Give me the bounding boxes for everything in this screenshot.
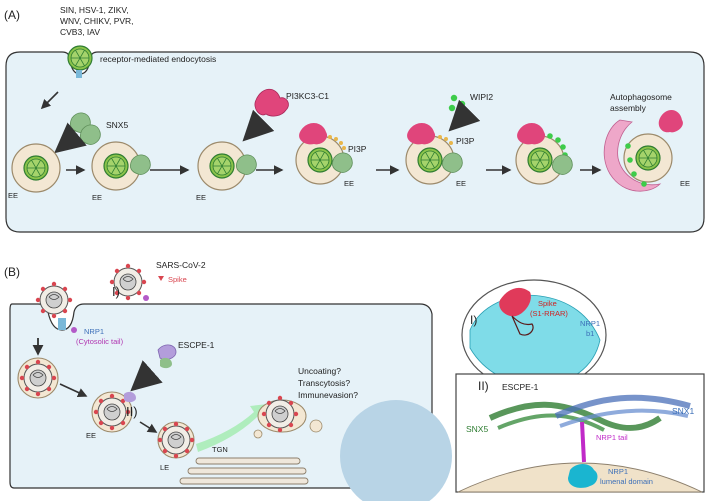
pi3p-label-2: PI3P — [456, 136, 475, 146]
pi3kc3-label: PI3KC3-C1 — [286, 91, 329, 101]
inset-spike-sub: (S1-RRAR) — [530, 309, 568, 318]
escpe1-complex — [157, 344, 177, 360]
inset-i-roman: I) — [470, 313, 477, 327]
autophagosome-label-2: assembly — [610, 103, 647, 113]
arrow-pi3kc3 — [242, 109, 275, 142]
cytosolic-tail-label: (Cytosolic tail) — [76, 337, 124, 346]
endosome-1 — [12, 144, 60, 192]
virus-list-line-3: CVB3, IAV — [60, 27, 100, 37]
pi3kc3-bound-7 — [658, 109, 683, 133]
panel-b-label: (B) — [4, 265, 20, 279]
snx5-ribbon — [488, 401, 662, 431]
wipi2-bound-7 — [625, 143, 647, 187]
transport-arrow — [196, 404, 268, 452]
arrow-endocytosis — [40, 91, 59, 110]
snx5-bound-6 — [551, 154, 573, 175]
snx1-ribbon-2 — [559, 408, 689, 428]
pi3kc3-bound-6 — [517, 123, 546, 145]
virus-list-line-2: WNV, CHIKV, PVR, — [60, 16, 134, 26]
spike-icon — [158, 276, 164, 281]
question-3: Immunevasion? — [298, 390, 358, 400]
ee-label-3: EE — [196, 193, 206, 202]
small-vesicle-1 — [309, 419, 323, 433]
tgn-label: TGN — [212, 445, 228, 454]
ee-label-1: EE — [8, 191, 18, 200]
inset-snx1-label: SNX1 — [672, 406, 694, 416]
le-label: LE — [160, 463, 169, 472]
panel-a-label: (A) — [4, 8, 20, 22]
virus-list-line-1: SIN, HSV-1, ZIKV, — [60, 5, 129, 15]
inset-ii-title: ESCPE-1 — [502, 382, 539, 392]
inset-nrp1-tail-label: NRP1 tail — [596, 433, 628, 442]
arrow-wipi2 — [448, 99, 481, 132]
pi3kc3-bound-5 — [407, 123, 436, 145]
inset-nrp1-label: NRP1 — [580, 319, 600, 328]
roman-i-label: I) — [112, 284, 120, 299]
free-virion-marker — [143, 295, 149, 301]
cell-membrane-b — [9, 303, 433, 489]
nrp1-label: NRP1 — [84, 327, 104, 336]
ee-label-2: EE — [92, 193, 102, 202]
ee-label-7: EE — [680, 179, 690, 188]
question-1: Uncoating? — [298, 366, 341, 376]
receptor-a — [76, 70, 82, 78]
snx1-ribbon — [554, 394, 691, 419]
virus-list: SIN, HSV-1, ZIKV, WNV, CHIKV, PVR, CVB3,… — [60, 5, 134, 37]
pi3p-label-1: PI3P — [348, 144, 367, 154]
nucleus — [340, 400, 452, 501]
pi3p-dots-4 — [328, 135, 346, 150]
sars-label: SARS-CoV-2 — [156, 260, 206, 270]
question-2: Transcytosis? — [298, 378, 350, 388]
arrow-b-2 — [139, 421, 158, 433]
ee-label-5: EE — [456, 179, 466, 188]
spike-s1-rrar — [499, 287, 531, 317]
inset-nrp1-label-2: NRP1 — [608, 467, 628, 476]
inset-lumenal-label: lumenal domain — [600, 477, 653, 486]
pi3kc3-bound-4 — [299, 123, 328, 145]
snx5-bound-2 — [129, 154, 151, 175]
snx5-bound-4 — [331, 152, 353, 173]
phagophore-membrane — [603, 119, 662, 192]
snx5-bound-5 — [441, 152, 463, 173]
endocytosis-label: receptor-mediated endocytosis — [100, 54, 216, 64]
spike-label: Spike — [168, 275, 187, 284]
roman-ii-label: II) — [126, 404, 138, 419]
autophagosome-label-1: Autophagosome — [610, 92, 672, 102]
tgn-stacks — [179, 457, 309, 485]
rrar-peptide — [511, 315, 534, 336]
pi3p-dots-5 — [438, 135, 453, 145]
wipi2-label: WIPI2 — [470, 92, 493, 102]
snx5-protein-2 — [79, 124, 101, 145]
ee-label-4: EE — [344, 179, 354, 188]
escpe1-label: ESCPE-1 — [178, 340, 215, 350]
nrp1-tail-helix — [580, 421, 586, 463]
snx5-bound-3 — [235, 154, 257, 175]
small-vesicle-2 — [253, 429, 263, 439]
inset-b1-label: b1 — [586, 329, 594, 338]
escpe1-bound — [124, 391, 136, 403]
snx5-ribbon-2 — [497, 413, 605, 432]
escpe1-snx5 — [160, 357, 172, 369]
arrow-escpe1 — [130, 360, 163, 392]
nrp1-tail-marker — [71, 327, 77, 333]
arrow-b-1 — [59, 383, 88, 398]
inset-snx5-label: SNX5 — [466, 424, 488, 434]
ee-label-b: EE — [86, 431, 96, 440]
snx5-label: SNX5 — [106, 120, 128, 130]
inset-ii-roman: II) — [478, 379, 489, 393]
arrow-snx5 — [54, 122, 87, 154]
nrp1-lumenal-domain — [568, 464, 598, 488]
virus-entering — [67, 45, 93, 71]
nrp1-receptor — [58, 318, 66, 330]
inset-spike-label: Spike — [538, 299, 557, 308]
